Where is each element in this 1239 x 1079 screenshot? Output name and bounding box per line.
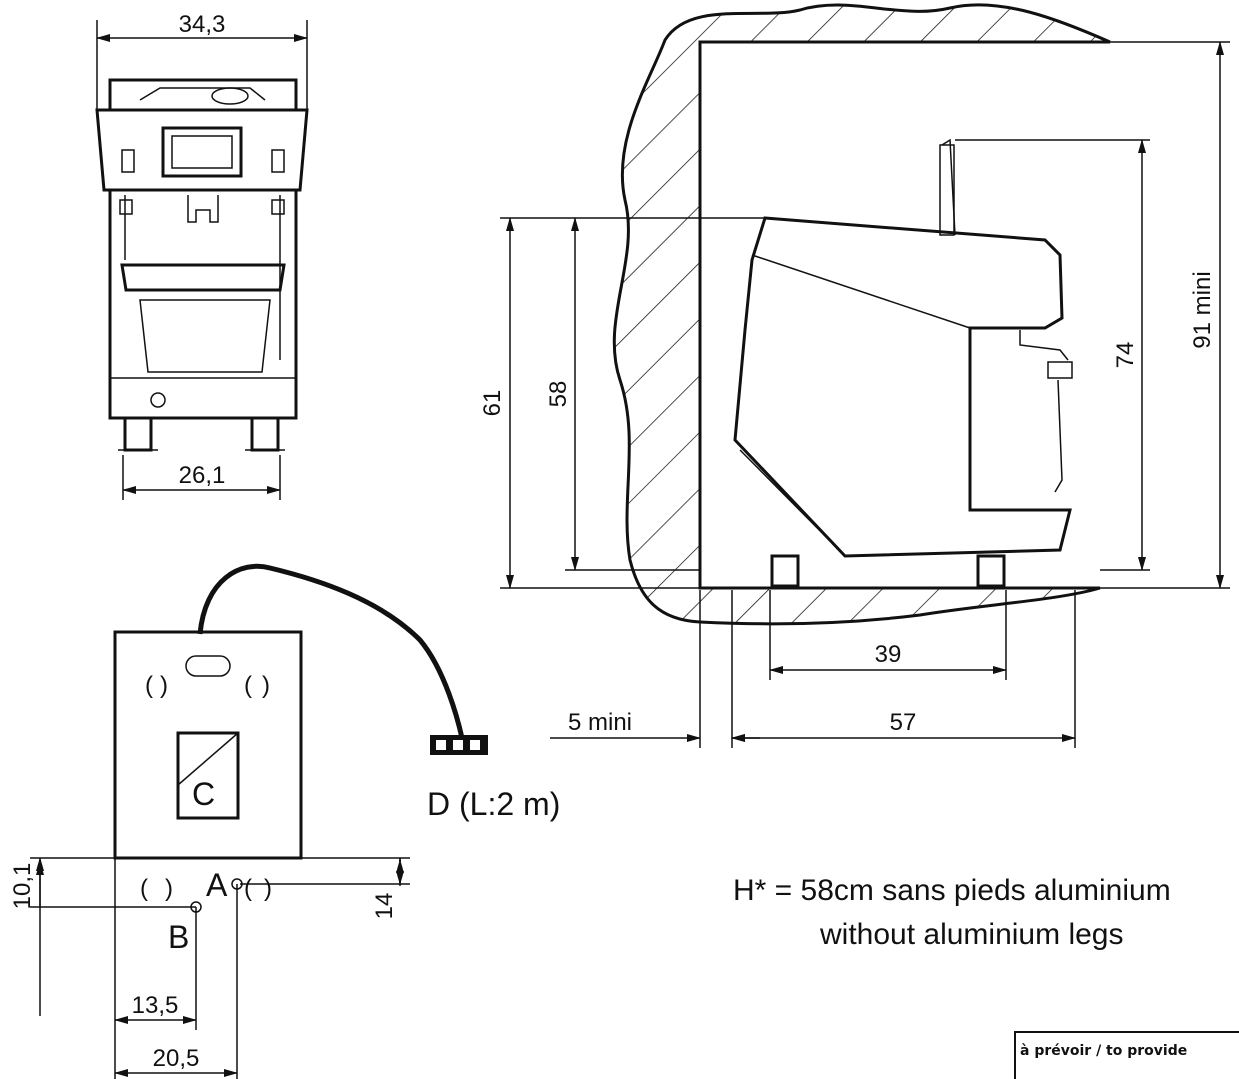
point-c-label: C [192, 776, 215, 812]
offset-10-1-label: 10,1 [9, 863, 36, 910]
svg-text:): ) [262, 672, 270, 699]
power-cable [197, 563, 465, 739]
svg-text:): ) [165, 875, 173, 902]
depth-label: 57 [890, 709, 917, 736]
svg-text:): ) [160, 672, 168, 699]
svg-text:(: ( [244, 875, 252, 902]
provide-box: à prévoir / to provide [1014, 1031, 1239, 1079]
feet-span-label: 39 [875, 641, 902, 668]
wall-hatch [612, 3, 1111, 626]
front-width-label: 34,3 [179, 11, 226, 38]
side-view: 61 58 74 91 mini 39 57 5 mini [479, 3, 1239, 748]
height-note-line1: H* = 58cm sans pieds aluminium [733, 874, 1171, 907]
offset-14-label: 14 [371, 893, 398, 920]
front-view: 34,3 26,1 [95, 11, 309, 500]
height-74-label: 74 [1112, 342, 1139, 369]
svg-text:): ) [264, 875, 272, 902]
cable-label: D (L:2 m) [427, 786, 560, 822]
point-b-label: B [168, 919, 189, 955]
front-feet-span-label: 26,1 [179, 462, 226, 489]
offset-20-5-label: 20,5 [153, 1045, 200, 1072]
height-58-label: 58 [545, 381, 572, 408]
svg-text:(: ( [140, 875, 148, 902]
wall-height-min-label: 91 mini [1189, 271, 1216, 348]
wall-gap-min-label: 5 mini [568, 709, 632, 736]
svg-text:(: ( [244, 672, 252, 699]
wall-plate-view: D (L:2 m) ( ) ( ) ( ) ( ) C A B 14 10,1 [9, 563, 560, 1079]
height-note: H* = 58cm sans pieds aluminium without a… [733, 874, 1171, 951]
wall-plate [113, 630, 303, 860]
height-note-line2: without aluminium legs [819, 918, 1123, 951]
provide-box-title: à prévoir / to provide [1020, 1043, 1187, 1059]
height-61-label: 61 [479, 390, 506, 417]
svg-text:(: ( [145, 672, 153, 699]
offset-13-5-label: 13,5 [132, 992, 179, 1019]
point-a-label: A [206, 867, 228, 903]
